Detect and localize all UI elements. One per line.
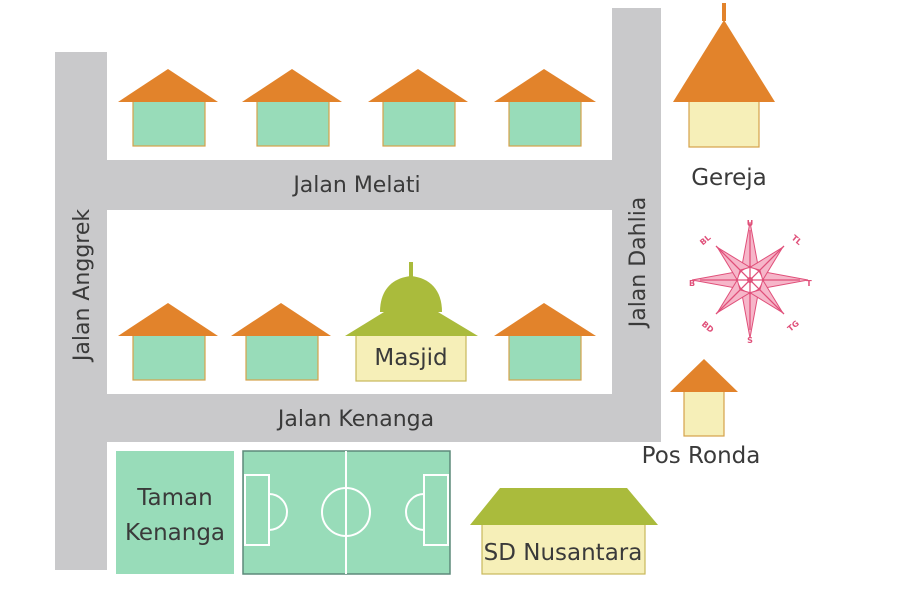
masjid-label: Masjid bbox=[374, 345, 447, 371]
sd-nusantara-label: SD Nusantara bbox=[484, 540, 643, 566]
masjid: Masjid bbox=[345, 262, 478, 382]
road-jalan-melati bbox=[55, 160, 661, 210]
taman-kenanga: Taman Kenanga bbox=[116, 451, 234, 574]
house-top-2 bbox=[242, 69, 342, 147]
roads bbox=[55, 8, 661, 570]
road-jalan-kenanga bbox=[55, 394, 661, 442]
compass-label-bl: BL bbox=[698, 233, 712, 247]
house-mid-1 bbox=[118, 303, 218, 381]
taman-label-line1: Taman bbox=[136, 485, 212, 511]
house-top-1 bbox=[118, 69, 218, 147]
compass-label-s: S bbox=[747, 336, 753, 345]
label-jalan-kenanga: Jalan Kenanga bbox=[276, 407, 434, 432]
house-top-3 bbox=[368, 69, 468, 147]
compass-label-t: T bbox=[806, 279, 812, 288]
pos-ronda: Pos Ronda bbox=[642, 359, 761, 469]
house-mid-2 bbox=[231, 303, 331, 381]
taman-label-line2: Kenanga bbox=[125, 520, 225, 546]
house-top-4 bbox=[494, 69, 596, 147]
compass-label-tg: TG bbox=[786, 319, 801, 334]
compass-label-tl: TL bbox=[790, 233, 804, 247]
compass-rose: U TL T TG S BD B BL bbox=[689, 219, 812, 345]
soccer-field bbox=[242, 450, 451, 575]
compass-label-b: B bbox=[689, 279, 695, 288]
label-jalan-melati: Jalan Melati bbox=[291, 173, 420, 198]
road-jalan-anggrek bbox=[55, 52, 107, 570]
compass-label-u: U bbox=[747, 219, 754, 228]
compass-label-bd: BD bbox=[700, 320, 716, 335]
road-jalan-dahlia bbox=[612, 8, 661, 442]
label-jalan-anggrek: Jalan Anggrek bbox=[70, 209, 95, 364]
gereja-label: Gereja bbox=[691, 165, 767, 191]
gereja: Gereja bbox=[673, 3, 775, 191]
sd-nusantara: SD Nusantara bbox=[470, 488, 658, 575]
house-mid-3 bbox=[494, 303, 596, 381]
compass-star-icon bbox=[691, 221, 809, 339]
label-jalan-dahlia: Jalan Dahlia bbox=[626, 197, 651, 330]
pos-ronda-label: Pos Ronda bbox=[642, 443, 761, 469]
